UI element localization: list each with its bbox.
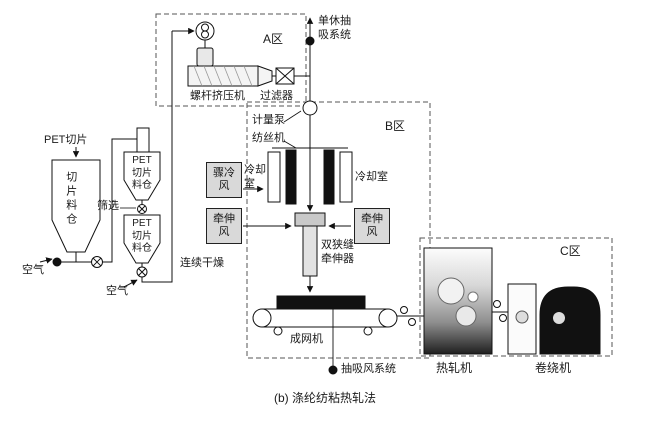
valve-1-cross (92, 257, 102, 267)
suction-dot (305, 36, 315, 46)
zone-b-label: B区 (385, 119, 406, 133)
label-pet-silo-upper: PET切片料仓 (132, 155, 152, 191)
label-pet-chips: PET切片 (44, 134, 88, 146)
spinneret-block-right (323, 149, 335, 205)
drawer-head (294, 212, 326, 227)
guide-roller-1 (400, 306, 408, 314)
zone-c-label: C区 (560, 244, 581, 258)
label-continuous-drying: 连续干燥 (180, 257, 224, 269)
extruder-barrel (187, 65, 259, 87)
screening-valve-cross (138, 205, 146, 213)
chip-silo-hopper (51, 159, 101, 253)
label-draw-air-right: 牵伸风 (361, 213, 383, 238)
air-mid-arrow (123, 279, 138, 288)
zone-b-box (246, 101, 431, 359)
valve-2-cross (138, 268, 146, 276)
guide-roller-4 (499, 314, 507, 322)
belt-roller-left (252, 308, 272, 328)
winder-spool (553, 312, 565, 324)
air-left-arrow (39, 257, 53, 264)
zone-a-box (155, 13, 307, 107)
label-cooling-right: 冷却室 (355, 171, 388, 183)
belt-support-roller-right (363, 326, 373, 336)
suction-system-dot (328, 365, 338, 375)
web-former-belt (262, 308, 388, 328)
calender-roll-small (467, 291, 479, 303)
cooling-chamber-left (267, 151, 281, 203)
guide-roller-3 (493, 300, 501, 308)
label-monomer-suction: 单休抽吸系统 (318, 15, 351, 41)
metering-pump-icon (302, 100, 318, 116)
label-draw-air-left: 牵伸风 (213, 213, 235, 238)
silo-feed-tube (136, 127, 150, 153)
cooling-chamber-right (339, 151, 353, 203)
extruder-motor (196, 47, 214, 67)
winder-drum-body (539, 286, 601, 355)
label-double-slit-drawer: 双狭缝牵伸器 (321, 239, 354, 265)
label-screening: 筛选 (97, 200, 119, 212)
zone-a-label: A区 (263, 32, 284, 46)
label-pet-silo-lower: PET切片料仓 (132, 218, 152, 254)
label-air-left: 空气 (22, 264, 44, 276)
belt-roller-right (378, 308, 398, 328)
label-web-former: 成网机 (290, 333, 323, 345)
winder-guide-roll (515, 310, 529, 324)
draw-air-right-box: 牵伸风 (354, 208, 390, 244)
label-chip-silo: 切片料仓 (64, 171, 77, 227)
web-former-suction-box (276, 295, 366, 310)
spinneret-block-left (285, 149, 297, 205)
pet-silo-lower-hopper (123, 214, 161, 264)
calender-roll-medium (455, 305, 477, 327)
zone-c-box (419, 237, 613, 357)
quench-air-box: 骤冷风 (206, 162, 242, 198)
draw-air-left-box: 牵伸风 (206, 208, 242, 244)
pet-silo-upper-hopper (123, 151, 161, 201)
label-filter: 过滤器 (260, 90, 293, 102)
label-quench-air: 骤冷风 (213, 167, 235, 192)
metering-pump-leader (283, 110, 302, 123)
label-air-mid: 空气 (106, 285, 128, 297)
winder-frame (507, 283, 537, 355)
label-hot-calender: 热轧机 (436, 361, 473, 375)
belt-support-roller-left (273, 326, 283, 336)
gear-pump-gear-bottom (201, 30, 209, 39)
drawer-shaft (302, 225, 318, 277)
extruder-screw-lines (193, 65, 253, 87)
pneumatic-pipe-2 (102, 138, 137, 263)
blower-dot-left (52, 257, 62, 267)
extruder-nose-cone (257, 65, 273, 87)
diagram-caption: (b) 涤纶纺粘热轧法 (273, 391, 376, 405)
label-metering-pump: 计量泵 (252, 114, 285, 126)
label-cooling-left: 冷却室 (244, 164, 266, 190)
conveying-pipe-to-extruder (141, 31, 173, 283)
filter-cross (275, 67, 295, 85)
spinning-machine-leader (283, 140, 297, 149)
label-suction-air-system: 抽吸风系统 (341, 363, 396, 375)
label-screw-extruder: 螺杆挤压机 (190, 90, 245, 102)
calender-roll-large (437, 277, 465, 305)
label-winder: 卷绕机 (535, 361, 572, 375)
label-spinning-machine: 纺丝机 (252, 132, 285, 144)
guide-roller-2 (408, 318, 416, 326)
